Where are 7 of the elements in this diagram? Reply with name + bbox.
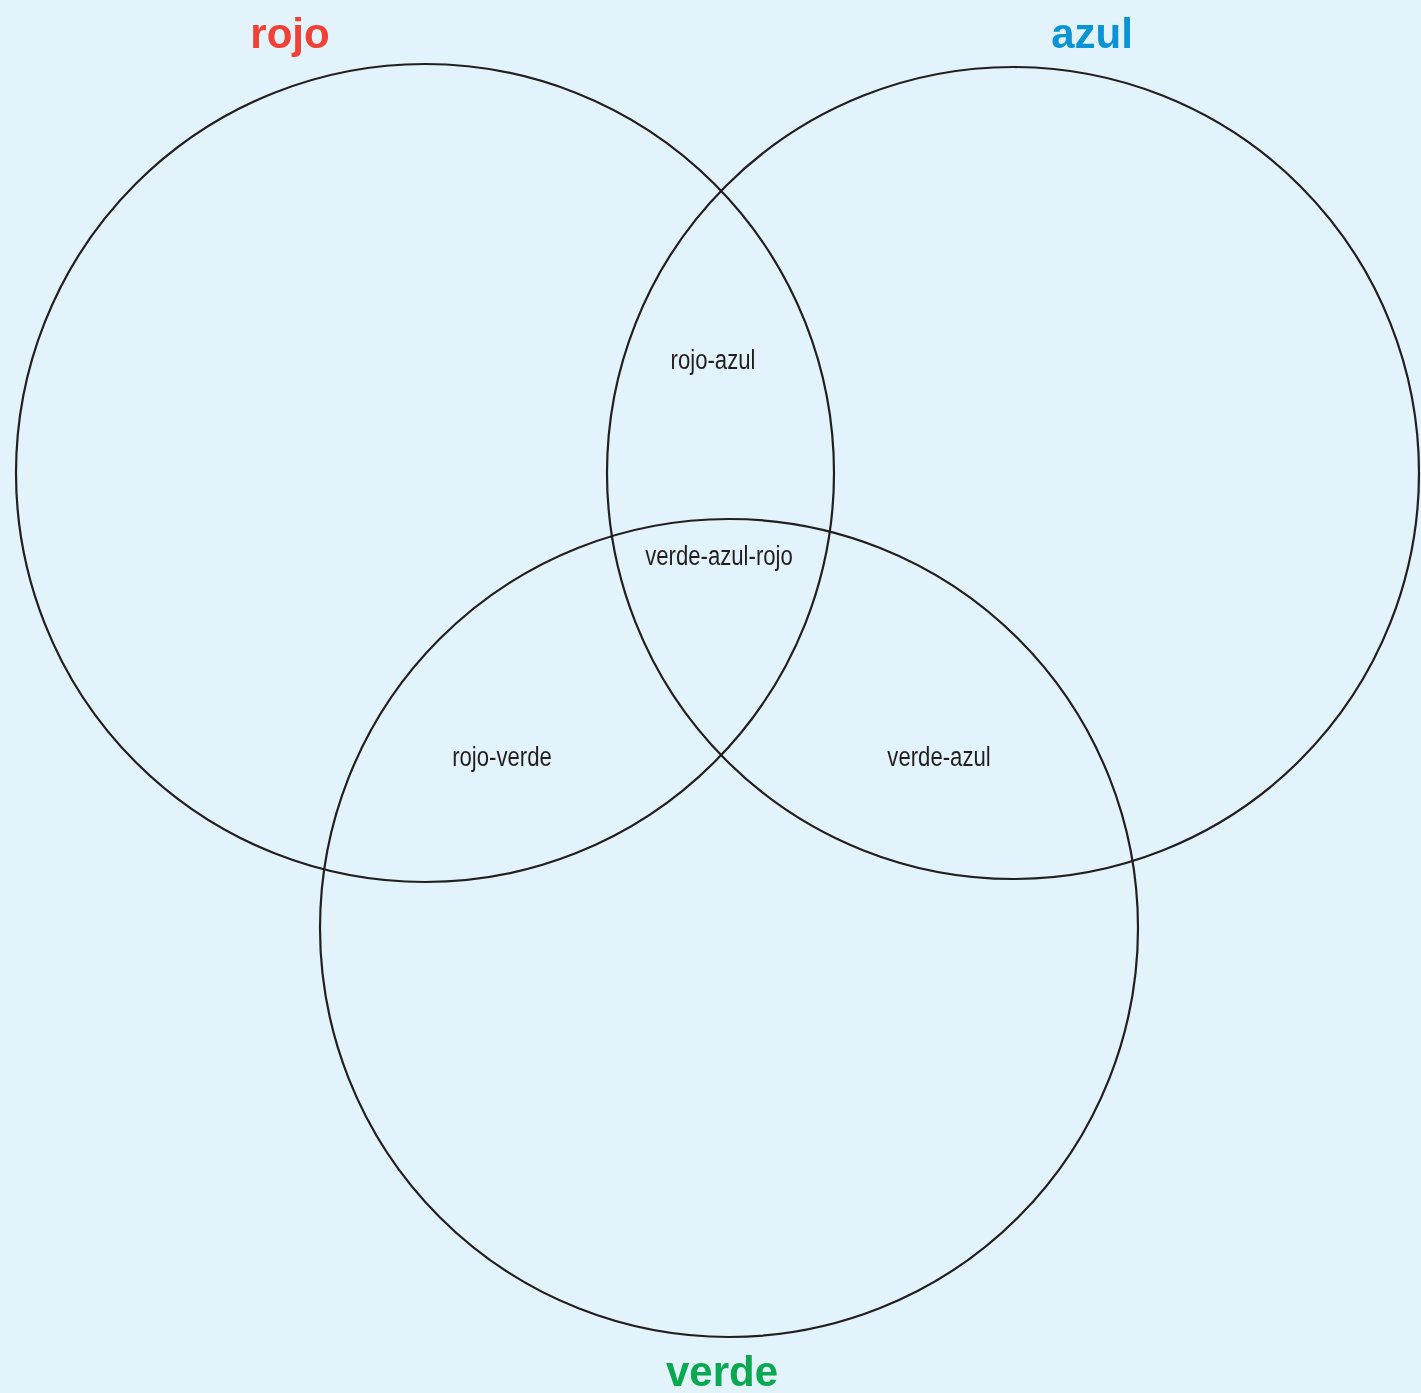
set-heading: rojo: [250, 12, 330, 56]
region-label: verde-azul: [887, 742, 991, 772]
region-label: verde-azul-rojo: [645, 541, 793, 571]
set-heading: azul: [1051, 12, 1133, 56]
region-label: rojo-verde: [452, 742, 552, 772]
set-heading: verde: [665, 1350, 779, 1393]
region-label: rojo-azul: [670, 345, 756, 375]
